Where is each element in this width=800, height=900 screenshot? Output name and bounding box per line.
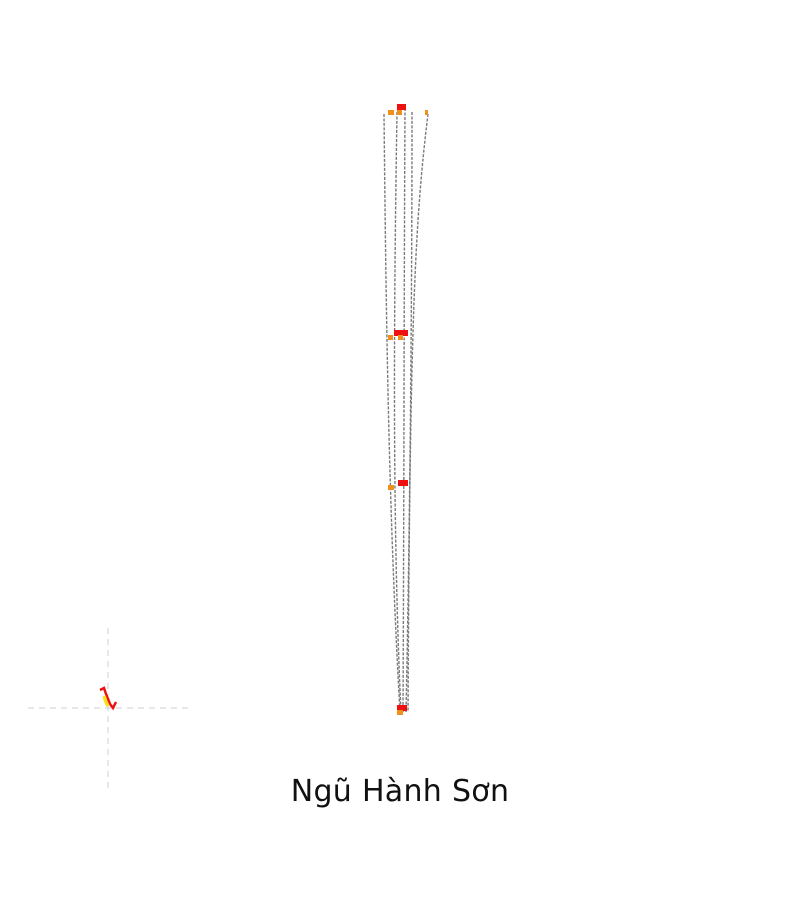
route-track — [402, 107, 406, 713]
locator-mark-yellow — [102, 695, 110, 707]
stop-marker-primary — [397, 104, 406, 110]
stop-marker-secondary — [425, 110, 428, 115]
stop-marker-primary — [394, 330, 408, 336]
stop-marker-secondary — [388, 485, 394, 490]
stop-marker-secondary — [388, 110, 394, 115]
locator-mark-red — [99, 686, 118, 711]
route-stops — [388, 104, 428, 715]
stop-marker-primary — [398, 480, 408, 486]
stop-marker-primary — [397, 705, 407, 711]
stop-marker-secondary — [397, 710, 403, 715]
stop-marker-secondary — [388, 335, 393, 340]
stop-marker-secondary — [397, 110, 402, 115]
place-name-label: Ngũ Hành Sơn — [290, 774, 510, 809]
locator-widget — [28, 628, 188, 788]
route-tracks — [383, 107, 429, 713]
stop-marker-secondary — [398, 335, 403, 340]
route-track — [383, 113, 401, 713]
route-track — [407, 113, 429, 713]
route-track — [393, 111, 402, 713]
